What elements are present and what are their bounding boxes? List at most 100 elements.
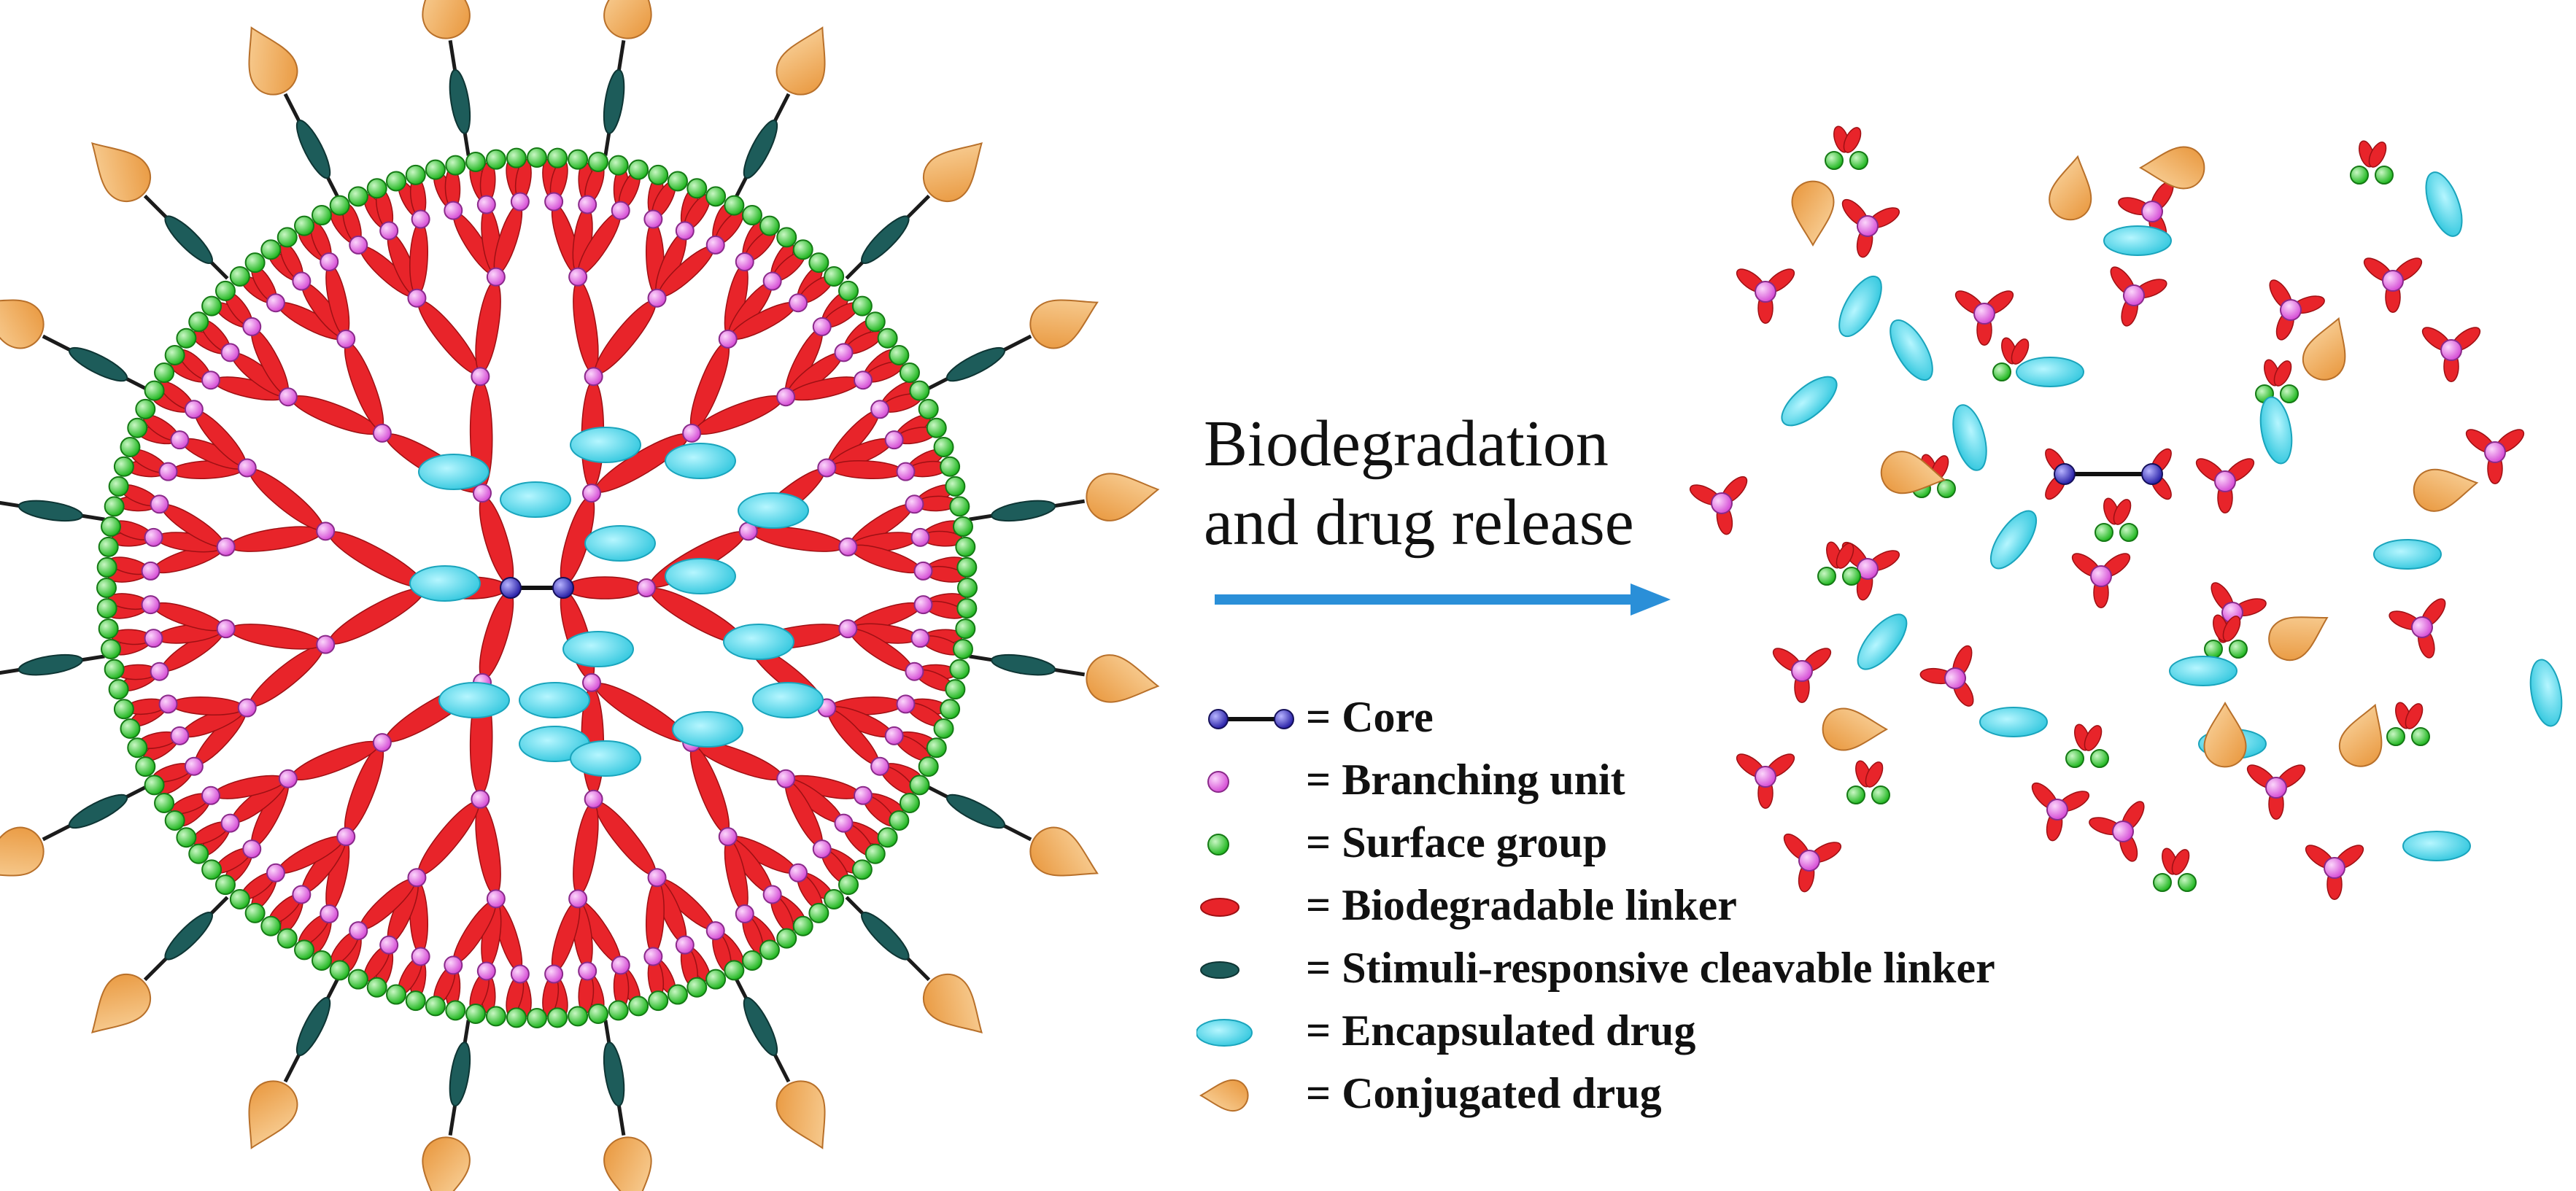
branching-unit — [266, 293, 285, 313]
stimuli-responsive-linker — [743, 996, 778, 1057]
surface-group — [759, 939, 780, 961]
branching-unit — [2324, 857, 2345, 879]
branching-unit — [910, 629, 930, 648]
surface-group — [955, 618, 976, 640]
surface-group — [104, 659, 125, 680]
surface-group-symbol-icon — [1196, 817, 1306, 868]
surface-group — [956, 598, 978, 619]
biodegradable-linker — [1200, 898, 1239, 917]
branching-unit — [473, 484, 492, 503]
core-bead — [1274, 709, 1294, 729]
biodegradable-linker — [417, 801, 480, 876]
biodegradable-linker — [417, 300, 480, 375]
surface-group — [952, 516, 973, 538]
conjugated-drug — [923, 974, 983, 1033]
surface-group — [96, 598, 117, 619]
surface-group — [113, 699, 134, 720]
branching-unit — [278, 769, 298, 788]
branching-fragment — [2071, 553, 2131, 608]
biodegradable-linker — [229, 624, 322, 650]
branching-unit — [905, 662, 924, 681]
surface-group — [1817, 567, 1836, 586]
encapsulated-drug — [2169, 656, 2237, 686]
branching-unit — [170, 726, 190, 745]
conjugated-drug — [0, 299, 45, 349]
surface-group — [201, 859, 223, 880]
branching-unit — [789, 293, 808, 313]
surface-group — [214, 280, 236, 301]
encapsulated-drug — [752, 682, 824, 718]
surface-group — [294, 939, 315, 961]
surface-group — [667, 984, 688, 1005]
branching-unit — [776, 387, 796, 407]
surface-group — [1846, 785, 1865, 804]
branching-unit — [812, 839, 832, 859]
legend-item-conjugated-drug: = Conjugated drug — [1196, 1062, 1926, 1125]
surface-group — [918, 756, 939, 777]
stimuli-responsive-linker — [945, 346, 1006, 382]
branching-unit — [237, 458, 257, 478]
branching-unit — [242, 317, 262, 336]
surface-group — [1849, 151, 1868, 170]
conjugated-drug — [923, 142, 983, 202]
branching-unit — [675, 935, 695, 955]
branching-unit — [578, 195, 597, 214]
surface-group — [2095, 523, 2113, 542]
surface-group — [865, 311, 886, 333]
conjugated-drug — [603, 0, 652, 39]
branching-unit — [1857, 215, 1879, 237]
surface-group — [724, 960, 745, 981]
branching-unit — [1944, 667, 1966, 689]
surface-group — [957, 578, 978, 598]
encapsulated-drug — [562, 631, 634, 667]
stimuli-responsive-linker — [295, 119, 331, 179]
branching-fragment — [2089, 801, 2145, 862]
surface-group — [2153, 873, 2172, 892]
surface-group — [244, 902, 266, 923]
encapsulated-drug — [1838, 275, 1882, 338]
conjugated-drug — [422, 1136, 471, 1191]
branching-unit — [884, 726, 904, 745]
surface-group — [276, 227, 298, 248]
branching-unit — [444, 955, 463, 975]
branching-fragment — [1772, 648, 1832, 703]
branching-fragment — [1841, 198, 1900, 258]
branching-unit — [216, 537, 236, 556]
surface-group — [347, 969, 368, 990]
biodegradable-linker — [2171, 849, 2190, 875]
surface-group — [808, 902, 829, 923]
surface-group — [176, 327, 197, 349]
surface-group — [201, 295, 223, 317]
surface-group — [154, 362, 175, 383]
stimuli-responsive-linker — [18, 653, 83, 676]
core-bead — [2054, 463, 2076, 485]
surface-group — [686, 977, 708, 998]
surface-group — [294, 215, 315, 236]
encapsulated-drug — [1781, 376, 1838, 427]
stimuli-responsive-linker — [861, 912, 910, 961]
stimuli-responsive-linker — [991, 500, 1056, 522]
encapsulated-drugs — [409, 427, 824, 777]
biodegradable-linker — [565, 576, 644, 600]
encapsulated-drug — [2259, 396, 2293, 465]
surface-group — [945, 679, 966, 700]
legend-item-stimuli-linker: = Stimuli-responsive cleavable linker — [1196, 936, 1995, 999]
biodegradable-linker — [2011, 338, 2030, 365]
biodegradable-linker — [249, 645, 324, 707]
surface-group — [312, 205, 332, 226]
biodegradable-linker — [2273, 360, 2292, 387]
surface-group — [127, 417, 148, 438]
branching-unit — [578, 961, 597, 981]
conjugated-drug — [91, 974, 151, 1033]
branching-unit — [349, 235, 368, 255]
branching-unit — [471, 367, 490, 387]
branching-units — [141, 192, 933, 984]
surface-group — [101, 638, 122, 659]
surface-group — [144, 775, 165, 796]
branching-unit — [242, 839, 262, 859]
surface-group — [101, 516, 122, 538]
surface-group — [792, 239, 813, 260]
surface-group — [229, 265, 250, 287]
legend-item-core: = Core — [1196, 686, 1926, 748]
